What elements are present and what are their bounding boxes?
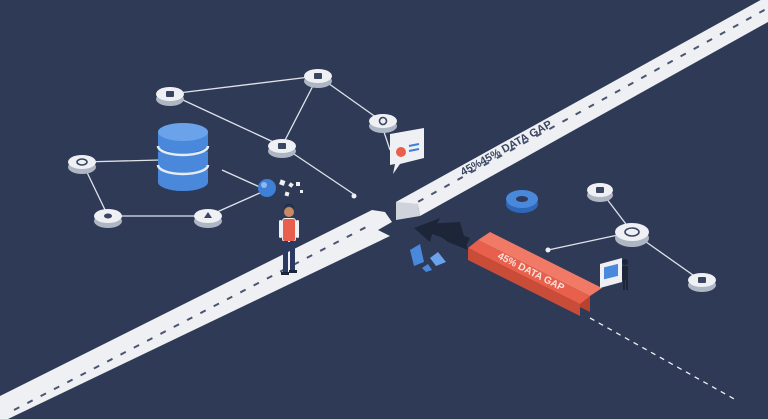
grid-icon xyxy=(314,73,322,79)
person-figure xyxy=(279,204,299,275)
pie-icon xyxy=(204,212,212,218)
database-icon xyxy=(156,123,210,191)
node-bottom-center xyxy=(194,209,222,228)
connector-dot xyxy=(545,247,551,253)
data-particles xyxy=(258,179,357,199)
arrow-icon xyxy=(414,218,470,246)
ring-icon xyxy=(624,227,640,237)
node-far-left xyxy=(68,155,96,174)
node-right-3 xyxy=(688,273,716,292)
analyst-figure xyxy=(600,258,628,290)
node-right-top xyxy=(369,114,397,133)
disk-icon xyxy=(104,213,112,219)
road-upper-segment xyxy=(396,0,768,220)
file-icon xyxy=(698,277,706,283)
node-top-center xyxy=(304,69,332,88)
node-left-top xyxy=(156,87,184,106)
message-bubble-icon xyxy=(390,128,424,174)
node-center xyxy=(268,139,296,158)
target-icon xyxy=(76,158,88,166)
node-right-1 xyxy=(587,183,613,202)
gear-icon xyxy=(378,116,388,126)
node-right-2 xyxy=(615,223,649,247)
cube-icon xyxy=(166,91,174,97)
server-icon xyxy=(596,187,604,193)
chart-icon xyxy=(278,143,286,149)
blue-ring-node xyxy=(506,190,538,213)
dashed-connector xyxy=(589,317,737,401)
node-bottom-left xyxy=(94,209,122,228)
data-gap-bar xyxy=(468,232,602,316)
